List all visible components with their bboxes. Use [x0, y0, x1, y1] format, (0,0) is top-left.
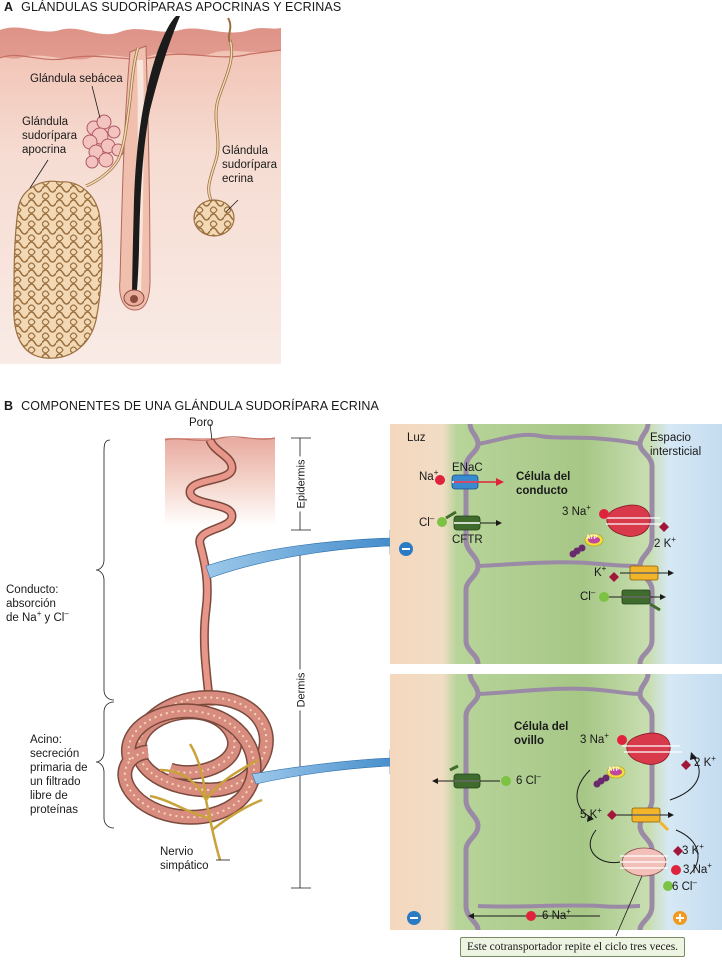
- label-nerve-line-2: simpático: [160, 860, 209, 872]
- duct-cell-diagram: [390, 423, 722, 665]
- label-enac: ENaC: [452, 462, 483, 474]
- label-2k-duct: 2 K+: [654, 535, 676, 550]
- label-duct-line-3: de Na+ y Cl–: [6, 609, 69, 624]
- panel-b-letter: B: [4, 399, 14, 413]
- label-eccrine-gland: Glándula sudorípara ecrina: [222, 144, 277, 186]
- label-lumen: Luz: [407, 432, 426, 444]
- label-eccrine-line-1: Glándula: [222, 145, 269, 157]
- label-duct-line-2: absorción: [6, 598, 56, 610]
- label-5k-coil: 5 K+: [580, 806, 602, 821]
- label-acinus-line-5: libre de: [30, 790, 68, 802]
- label-duct-cell: Célula del conducto: [516, 470, 570, 498]
- label-nerve-line-1: Nervio: [160, 846, 194, 858]
- label-2k-coil: 2 K+: [694, 754, 716, 769]
- label-cftr: CFTR: [452, 534, 483, 546]
- label-atp-coil: ATP: [608, 767, 620, 773]
- label-pore: Poro: [189, 417, 214, 429]
- panel-a-title-text: GLÁNDULAS SUDORÍPARAS APOCRINAS Y ECRINA…: [21, 0, 342, 14]
- label-duct-cell-line-2: conducto: [516, 485, 568, 497]
- label-eccrine-line-2: sudorípara: [222, 159, 277, 171]
- label-epidermis: Epidermis: [295, 456, 308, 512]
- label-acinus-line-3: primaria de: [30, 762, 88, 774]
- label-cl-lumen: Cl–: [419, 514, 435, 529]
- label-3na-basal: 3 Na+: [683, 861, 712, 876]
- label-6cl-basal: 6 Cl–: [672, 878, 697, 893]
- label-duct: Conducto: absorción de Na+ y Cl–: [6, 583, 69, 625]
- label-apocrine-gland: Glándula sudorípara apocrina: [22, 115, 77, 157]
- label-duct-line-1: Conducto:: [6, 584, 59, 596]
- label-acinus-line-6: proteínas: [30, 804, 78, 816]
- label-acinus-line-2: secreción: [30, 748, 80, 760]
- label-coil-cell: Célula del ovillo: [514, 720, 568, 748]
- panel-b-title: B COMPONENTES DE UNA GLÁNDULA SUDORÍPARA …: [4, 399, 379, 413]
- panel-b-title-text: COMPONENTES DE UNA GLÁNDULA SUDORÍPARA E…: [21, 399, 379, 413]
- label-na-lumen: Na+: [419, 468, 439, 483]
- label-interstitial-line-2: intersticial: [650, 446, 702, 458]
- label-k-duct: K+: [594, 564, 607, 579]
- label-apocrine-line-1: Glándula: [22, 116, 69, 128]
- label-coil-cell-line-1: Célula del: [514, 721, 569, 733]
- label-cl-basal: Cl–: [580, 588, 596, 603]
- label-atp-duct: ATP: [586, 535, 598, 541]
- label-interstitial-space: Espacio intersticial: [650, 431, 701, 459]
- coil-cell-diagram: [390, 673, 722, 937]
- label-sebaceous-gland: Glándula sebácea: [30, 73, 123, 85]
- panel-a-illustration: [0, 16, 282, 364]
- label-interstitial-line-1: Espacio: [650, 432, 691, 444]
- panel-b-gland-illustration: [95, 423, 415, 889]
- label-acinus-line-1: Acino:: [30, 734, 62, 746]
- label-sympathetic-nerve: Nervio simpático: [160, 845, 209, 873]
- label-acinus: Acino: secreción primaria de un filtrado…: [30, 733, 88, 817]
- panel-a-title: A GLÁNDULAS SUDORÍPARAS APOCRINAS Y ECRIN…: [4, 0, 341, 14]
- label-coil-cell-line-2: ovillo: [514, 735, 545, 747]
- label-acinus-line-4: un filtrado: [30, 776, 81, 788]
- label-6cl-lumen: 6 Cl–: [516, 772, 541, 787]
- label-apocrine-line-3: apocrina: [22, 144, 67, 156]
- label-6na-lumen: 6 Na+: [542, 907, 571, 922]
- label-dermis: Dermis: [295, 669, 308, 711]
- panel-a-letter: A: [4, 0, 14, 14]
- label-3na-coil: 3 Na+: [580, 731, 609, 746]
- label-3na-duct: 3 Na+: [562, 503, 591, 518]
- cotransporter-callout: Este cotransportador repite el ciclo tre…: [460, 937, 686, 957]
- label-eccrine-line-3: ecrina: [222, 173, 254, 185]
- label-apocrine-line-2: sudorípara: [22, 130, 77, 142]
- label-duct-cell-line-1: Célula del: [516, 471, 571, 483]
- label-3k-coil: 3 K+: [682, 842, 704, 857]
